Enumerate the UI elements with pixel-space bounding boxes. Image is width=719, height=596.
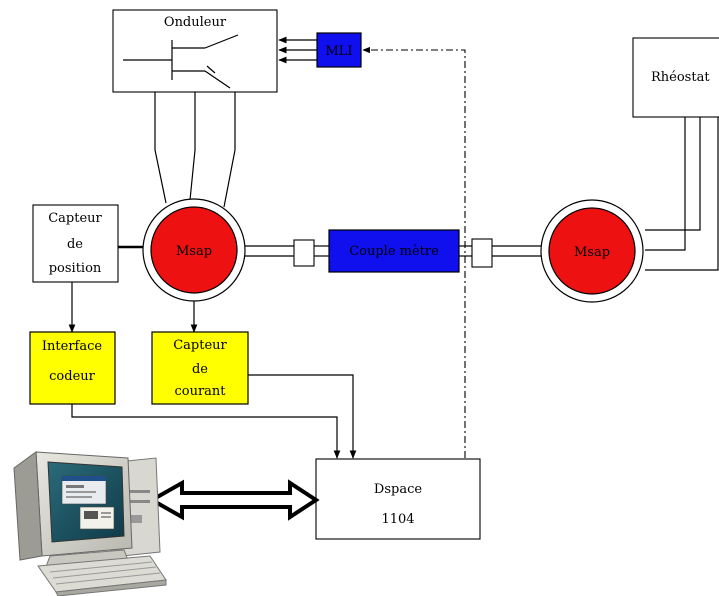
pc-dspace-link-arrow — [147, 479, 320, 521]
dspace-line1: Dspace — [374, 482, 422, 497]
motor-right-label: Msap — [574, 245, 610, 260]
capteur-position-block: Capteur de position — [32, 204, 119, 283]
shaft-left — [245, 239, 329, 267]
mli-block: MLI — [316, 32, 362, 68]
interface-codeur-line2: codeur — [49, 369, 95, 384]
couplemetre-block: Couple mètre — [328, 229, 460, 273]
switch-symbol-icon — [123, 34, 239, 89]
rheostat-block: Rhéostat — [632, 37, 719, 118]
phase-wires — [154, 92, 236, 208]
capteur-position-line3: position — [49, 261, 102, 276]
capteur-position-line2: de — [67, 237, 83, 252]
dspace-block: Dspace 1104 — [315, 458, 481, 540]
interface-codeur-line1: Interface — [42, 339, 102, 354]
rheostat-label: Rhéostat — [651, 70, 710, 85]
shaft-right — [459, 238, 545, 268]
motor-left-label: Msap — [176, 244, 212, 259]
motor-left: Msap — [142, 198, 246, 302]
motor-right: Msap — [540, 199, 644, 303]
capteur-courant-line1: Capteur — [173, 338, 227, 353]
codeur-to-dspace-arrow — [71, 404, 341, 459]
courant-to-dspace-arrow — [248, 374, 357, 459]
capteur-courant-line3: courant — [174, 384, 226, 399]
rheostat-wires — [645, 117, 719, 271]
couplemetre-label: Couple mètre — [349, 244, 439, 259]
dspace-line2: 1104 — [381, 512, 414, 527]
pwm-command-line — [362, 46, 466, 458]
mli-to-onduleur-arrows — [278, 36, 317, 64]
capteur-position-line1: Capteur — [48, 211, 102, 226]
onduleur-block: Onduleur — [112, 9, 278, 93]
interface-codeur-block: Interface codeur — [29, 331, 116, 405]
mli-label: MLI — [325, 44, 352, 59]
capteur-courant-block: Capteur de courant — [151, 331, 249, 405]
capteur-courant-line2: de — [192, 362, 208, 377]
onduleur-label: Onduleur — [164, 15, 227, 30]
desktop-computer-icon — [13, 451, 167, 596]
